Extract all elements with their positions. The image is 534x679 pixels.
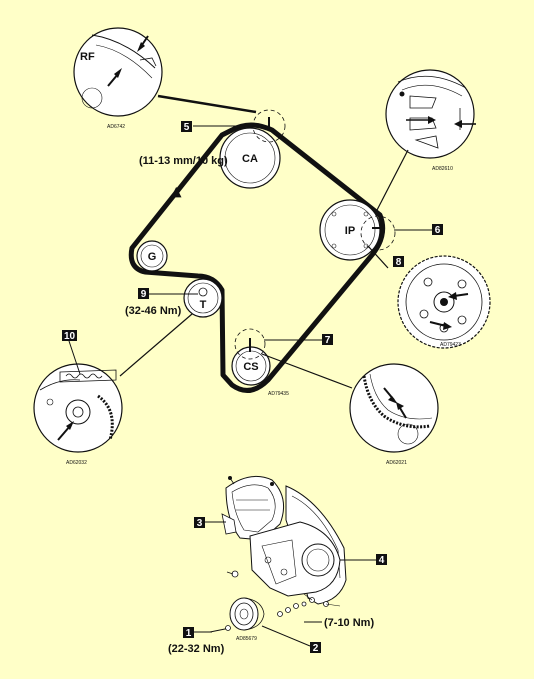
code-cover-assembly: AD85679	[236, 636, 257, 642]
svg-text:3: 3	[197, 518, 203, 529]
tensioner-pulley: T	[183, 278, 223, 318]
crank-bolt-torque-spec: (22-32 Nm)	[168, 643, 225, 655]
camshaft-pulley: CA	[219, 127, 281, 189]
camshaft-mark-zone	[252, 109, 286, 143]
idler-label: G	[148, 251, 157, 263]
cover-bolt-torque-spec: (7-10 Nm)	[324, 617, 374, 629]
crankshaft-label: CS	[243, 361, 258, 373]
svg-text:8: 8	[396, 257, 402, 268]
injection-pump-label: IP	[345, 225, 355, 237]
detail-crankshaft: AD62021	[349, 363, 439, 466]
detail-injection-pump: AD82610	[385, 69, 476, 172]
code-injection-pump: AD82610	[432, 166, 453, 172]
svg-text:4: 4	[379, 555, 385, 566]
belt-deflection-spec: (11-13 mm/10 kg)	[139, 155, 228, 167]
code-crankshaft: AD62021	[386, 460, 407, 466]
injection-pump-pulley: IP	[319, 199, 381, 261]
crank-mark-zone	[234, 328, 266, 360]
code-tensioner: AD62032	[66, 460, 87, 466]
code-camshaft: AD6742	[107, 124, 125, 130]
callout-9: 9	[138, 288, 198, 300]
deflection-arrow-icon	[171, 186, 182, 198]
callout-8: 8	[393, 256, 404, 268]
svg-text:1: 1	[186, 628, 192, 639]
callout-1: 1	[183, 627, 212, 639]
detail-pump-gear: AD79423	[397, 255, 491, 349]
pump-mark-zone	[360, 215, 396, 251]
svg-text:6: 6	[435, 225, 441, 236]
svg-text:2: 2	[313, 643, 319, 654]
tensioner-torque-spec: (32-46 Nm)	[125, 305, 182, 317]
cover-assembly	[209, 475, 347, 633]
callout-2: 2	[261, 625, 321, 654]
code-belt-layout: AD79435	[268, 391, 289, 397]
detail-tensioner: AD62032	[33, 363, 123, 466]
callout-10: 10	[62, 330, 81, 375]
callout-7: 7	[264, 334, 333, 346]
svg-text:10: 10	[64, 331, 76, 342]
camshaft-label: CA	[242, 153, 258, 165]
idler-pulley: G	[136, 240, 168, 272]
callout-3: 3	[194, 517, 226, 529]
callout-6: 6	[394, 224, 443, 236]
rf-mark-label: RF	[80, 51, 95, 63]
callout-5: 5	[181, 121, 238, 133]
detail-camshaft: RF AD6742	[73, 27, 163, 130]
tensioner-label: T	[200, 299, 207, 311]
svg-text:5: 5	[184, 122, 190, 133]
callout-4: 4	[340, 554, 387, 566]
code-pump-gear: AD79423	[440, 342, 461, 348]
svg-text:9: 9	[141, 289, 147, 300]
timing-belt	[128, 122, 386, 393]
svg-text:7: 7	[325, 335, 331, 346]
